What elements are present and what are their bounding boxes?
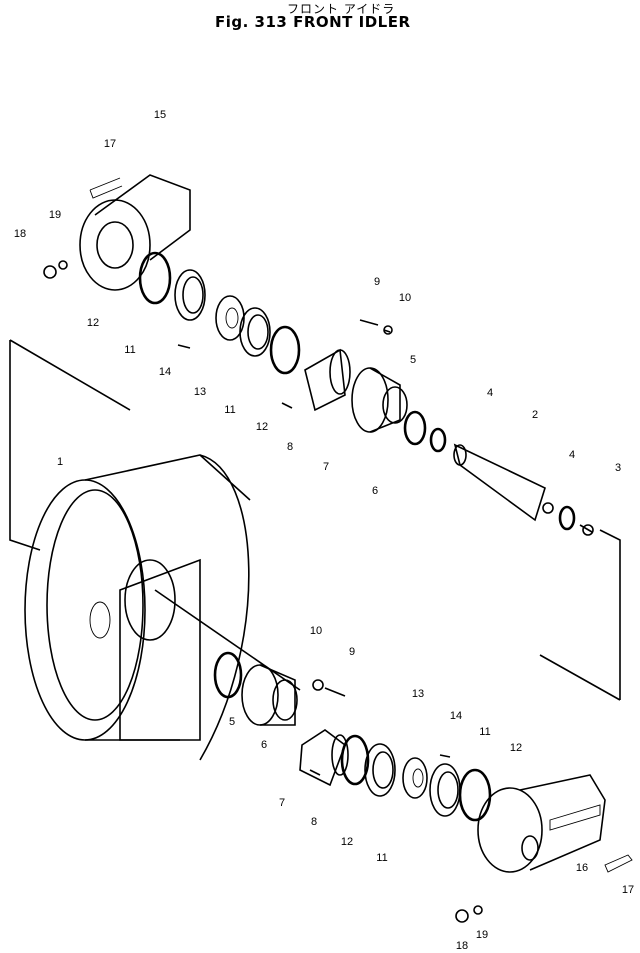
callout-11: 11 <box>376 852 387 864</box>
callout-9: 9 <box>374 276 380 288</box>
callout-19: 19 <box>476 929 488 941</box>
callout-5: 5 <box>410 354 416 366</box>
callout-17: 17 <box>104 138 116 150</box>
callout-4: 4 <box>487 387 493 399</box>
callout-5: 5 <box>229 716 235 728</box>
callout-9: 9 <box>349 646 355 658</box>
callout-1: 1 <box>57 456 63 468</box>
callout-13: 13 <box>412 688 424 700</box>
callout-16: 16 <box>576 862 588 874</box>
callout-10: 10 <box>399 292 411 304</box>
callout-6: 6 <box>372 485 378 497</box>
upper-hub-and-shaft <box>304 319 594 536</box>
callout-14: 14 <box>450 710 462 722</box>
callout-7: 7 <box>279 797 285 809</box>
figure-subtitle-jp: フロント アイドラ <box>287 2 396 16</box>
callout-11: 11 <box>124 344 135 356</box>
lower-hub-and-seals <box>154 589 492 822</box>
callout-8: 8 <box>287 441 293 453</box>
figure-title: Fig. 313 FRONT IDLER <box>215 13 411 31</box>
callout-12: 12 <box>87 317 99 329</box>
callout-6: 6 <box>261 739 267 751</box>
callout-11: 11 <box>479 726 490 738</box>
callout-18: 18 <box>456 940 468 952</box>
callout-10: 10 <box>310 625 322 637</box>
callout-11: 11 <box>224 404 235 416</box>
callout-12: 12 <box>510 742 522 754</box>
callout-13: 13 <box>194 386 206 398</box>
callout-12: 12 <box>341 836 353 848</box>
callout-18: 18 <box>14 228 26 240</box>
callout-17: 17 <box>622 884 634 896</box>
idler-wheel <box>9 339 621 761</box>
callout-7: 7 <box>323 461 329 473</box>
callout-14: 14 <box>159 366 171 378</box>
callout-2: 2 <box>532 409 538 421</box>
upper-seals <box>138 251 301 409</box>
callout-4: 4 <box>569 449 575 461</box>
callout-15: 15 <box>154 109 166 121</box>
lower-bracket <box>455 774 633 923</box>
callout-8: 8 <box>311 816 317 828</box>
upper-bracket <box>43 174 191 291</box>
callout-12: 12 <box>256 421 268 433</box>
callout-labels: 15 17 19 18 12 11 14 13 11 12 8 7 9 10 5 4 2 6 4 3 1 10 9 5 6 7 8 1… <box>14 109 634 952</box>
callout-3: 3 <box>615 462 621 474</box>
callout-19: 19 <box>49 209 61 221</box>
